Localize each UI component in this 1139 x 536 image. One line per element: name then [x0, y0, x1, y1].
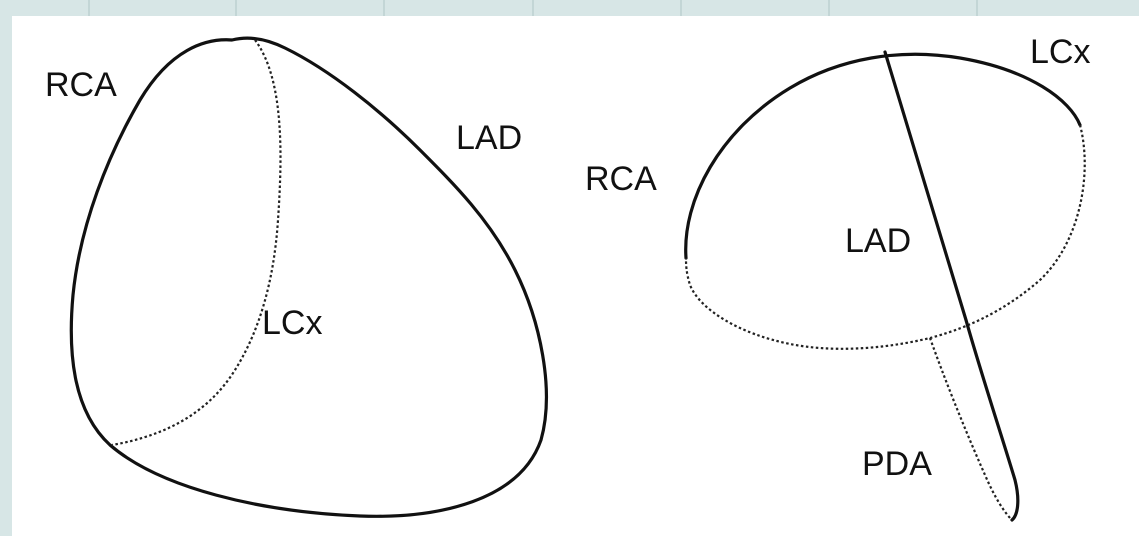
right-lad-label: LAD — [845, 222, 911, 260]
left-ventricle-outline — [69, 36, 548, 518]
background-grid-line — [828, 0, 830, 16]
left-lcx-label: LCx — [262, 304, 322, 342]
left-lcx-dotted-boundary — [111, 39, 282, 447]
background-grid-line — [383, 0, 385, 16]
right-heart-view: LCx RCA LAD PDA — [585, 33, 1090, 522]
right-lower-dotted-outline — [684, 124, 1086, 350]
right-lad-line — [883, 50, 1020, 522]
background-grid-line — [680, 0, 682, 16]
right-pda-dotted-line — [928, 337, 1013, 521]
left-heart-view: RCA LAD LCx — [45, 36, 548, 518]
background-grid-line — [88, 0, 90, 16]
right-lcx-label: LCx — [1030, 33, 1090, 71]
left-lad-label: LAD — [456, 119, 522, 157]
right-rca-label: RCA — [585, 160, 657, 198]
left-rca-label: RCA — [45, 66, 117, 104]
right-pda-label: PDA — [862, 445, 932, 483]
background-grid-line — [532, 0, 534, 16]
background-grid-line — [235, 0, 237, 16]
right-upper-outline — [684, 52, 1082, 260]
background-grid-line — [976, 0, 978, 16]
